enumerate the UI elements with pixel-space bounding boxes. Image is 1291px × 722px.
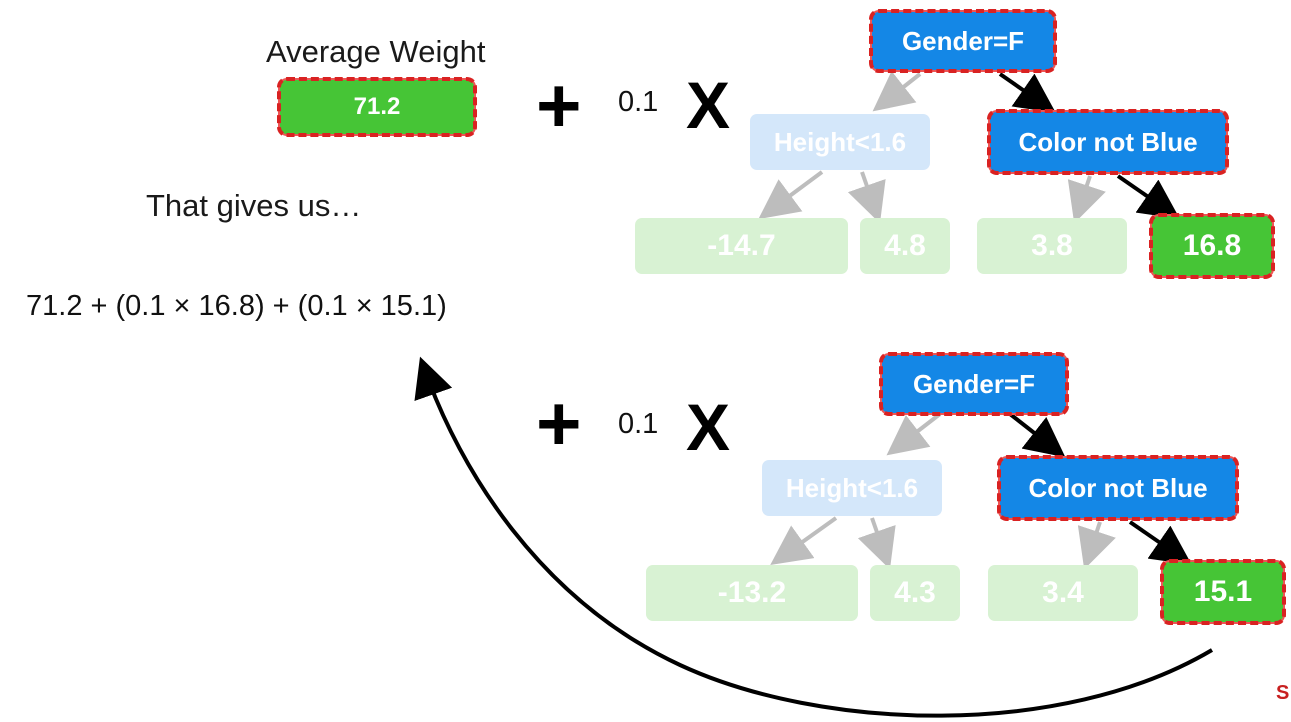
tree1-leaf-1: -14.7 — [635, 218, 848, 274]
tree2-leaf-1: -13.2 — [646, 565, 858, 621]
tree2-root-node: Gender=F — [879, 352, 1069, 416]
tree2-right-split-node: Color not Blue — [997, 455, 1239, 521]
corner-logo-icon: S — [1276, 682, 1290, 704]
tree2-leaf-3: 3.4 — [988, 565, 1138, 621]
tree1-edge-right-l4 — [1116, 174, 1180, 219]
plus-sign-1: + — [536, 61, 582, 149]
tree2-left-split-node: Height<1.6 — [762, 460, 942, 516]
tree1-root-node: Gender=F — [869, 9, 1057, 73]
tree1-leaf-2: 4.8 — [860, 218, 950, 274]
tree1-edge-root-left — [872, 70, 922, 112]
tree1-edge-left-l2 — [847, 171, 886, 224]
tree2-leaf-2: 4.3 — [870, 565, 960, 621]
tree2-edge-left-l2 — [857, 517, 896, 570]
average-weight-label: Average Weight — [266, 34, 486, 69]
tree1-right-split-node: Color not Blue — [987, 109, 1229, 175]
tree1-edge-left-l1 — [758, 170, 824, 220]
multiply-sign-1: X — [686, 68, 731, 142]
tree2-edge-left-l1 — [770, 516, 838, 565]
tree2-edge-root-left — [886, 412, 942, 456]
tree2-leaf-4: 15.1 — [1160, 559, 1286, 625]
tree1-leaf-4: 16.8 — [1149, 213, 1275, 279]
learning-rate-2: 0.1 — [618, 408, 659, 440]
tree2-edge-right-l3 — [1077, 521, 1116, 570]
multiply-sign-2: X — [686, 390, 731, 464]
tree1-leaf-3: 3.8 — [977, 218, 1127, 274]
tree2-edge-root-right — [1008, 412, 1066, 458]
tree1-edge-root-right — [998, 72, 1056, 113]
tree2-edge-right-l4 — [1128, 520, 1192, 565]
learning-rate-1: 0.1 — [618, 86, 659, 118]
prediction-formula: 71.2 + (0.1 × 16.8) + (0.1 × 15.1) — [26, 290, 447, 322]
tree1-left-split-node: Height<1.6 — [750, 114, 930, 170]
average-weight-value: 71.2 — [277, 77, 477, 137]
gives-us-text: That gives us… — [146, 188, 362, 223]
plus-sign-2: + — [536, 379, 582, 467]
curved-return-arrow — [414, 356, 1214, 718]
tree1-edge-right-l3 — [1067, 175, 1106, 224]
